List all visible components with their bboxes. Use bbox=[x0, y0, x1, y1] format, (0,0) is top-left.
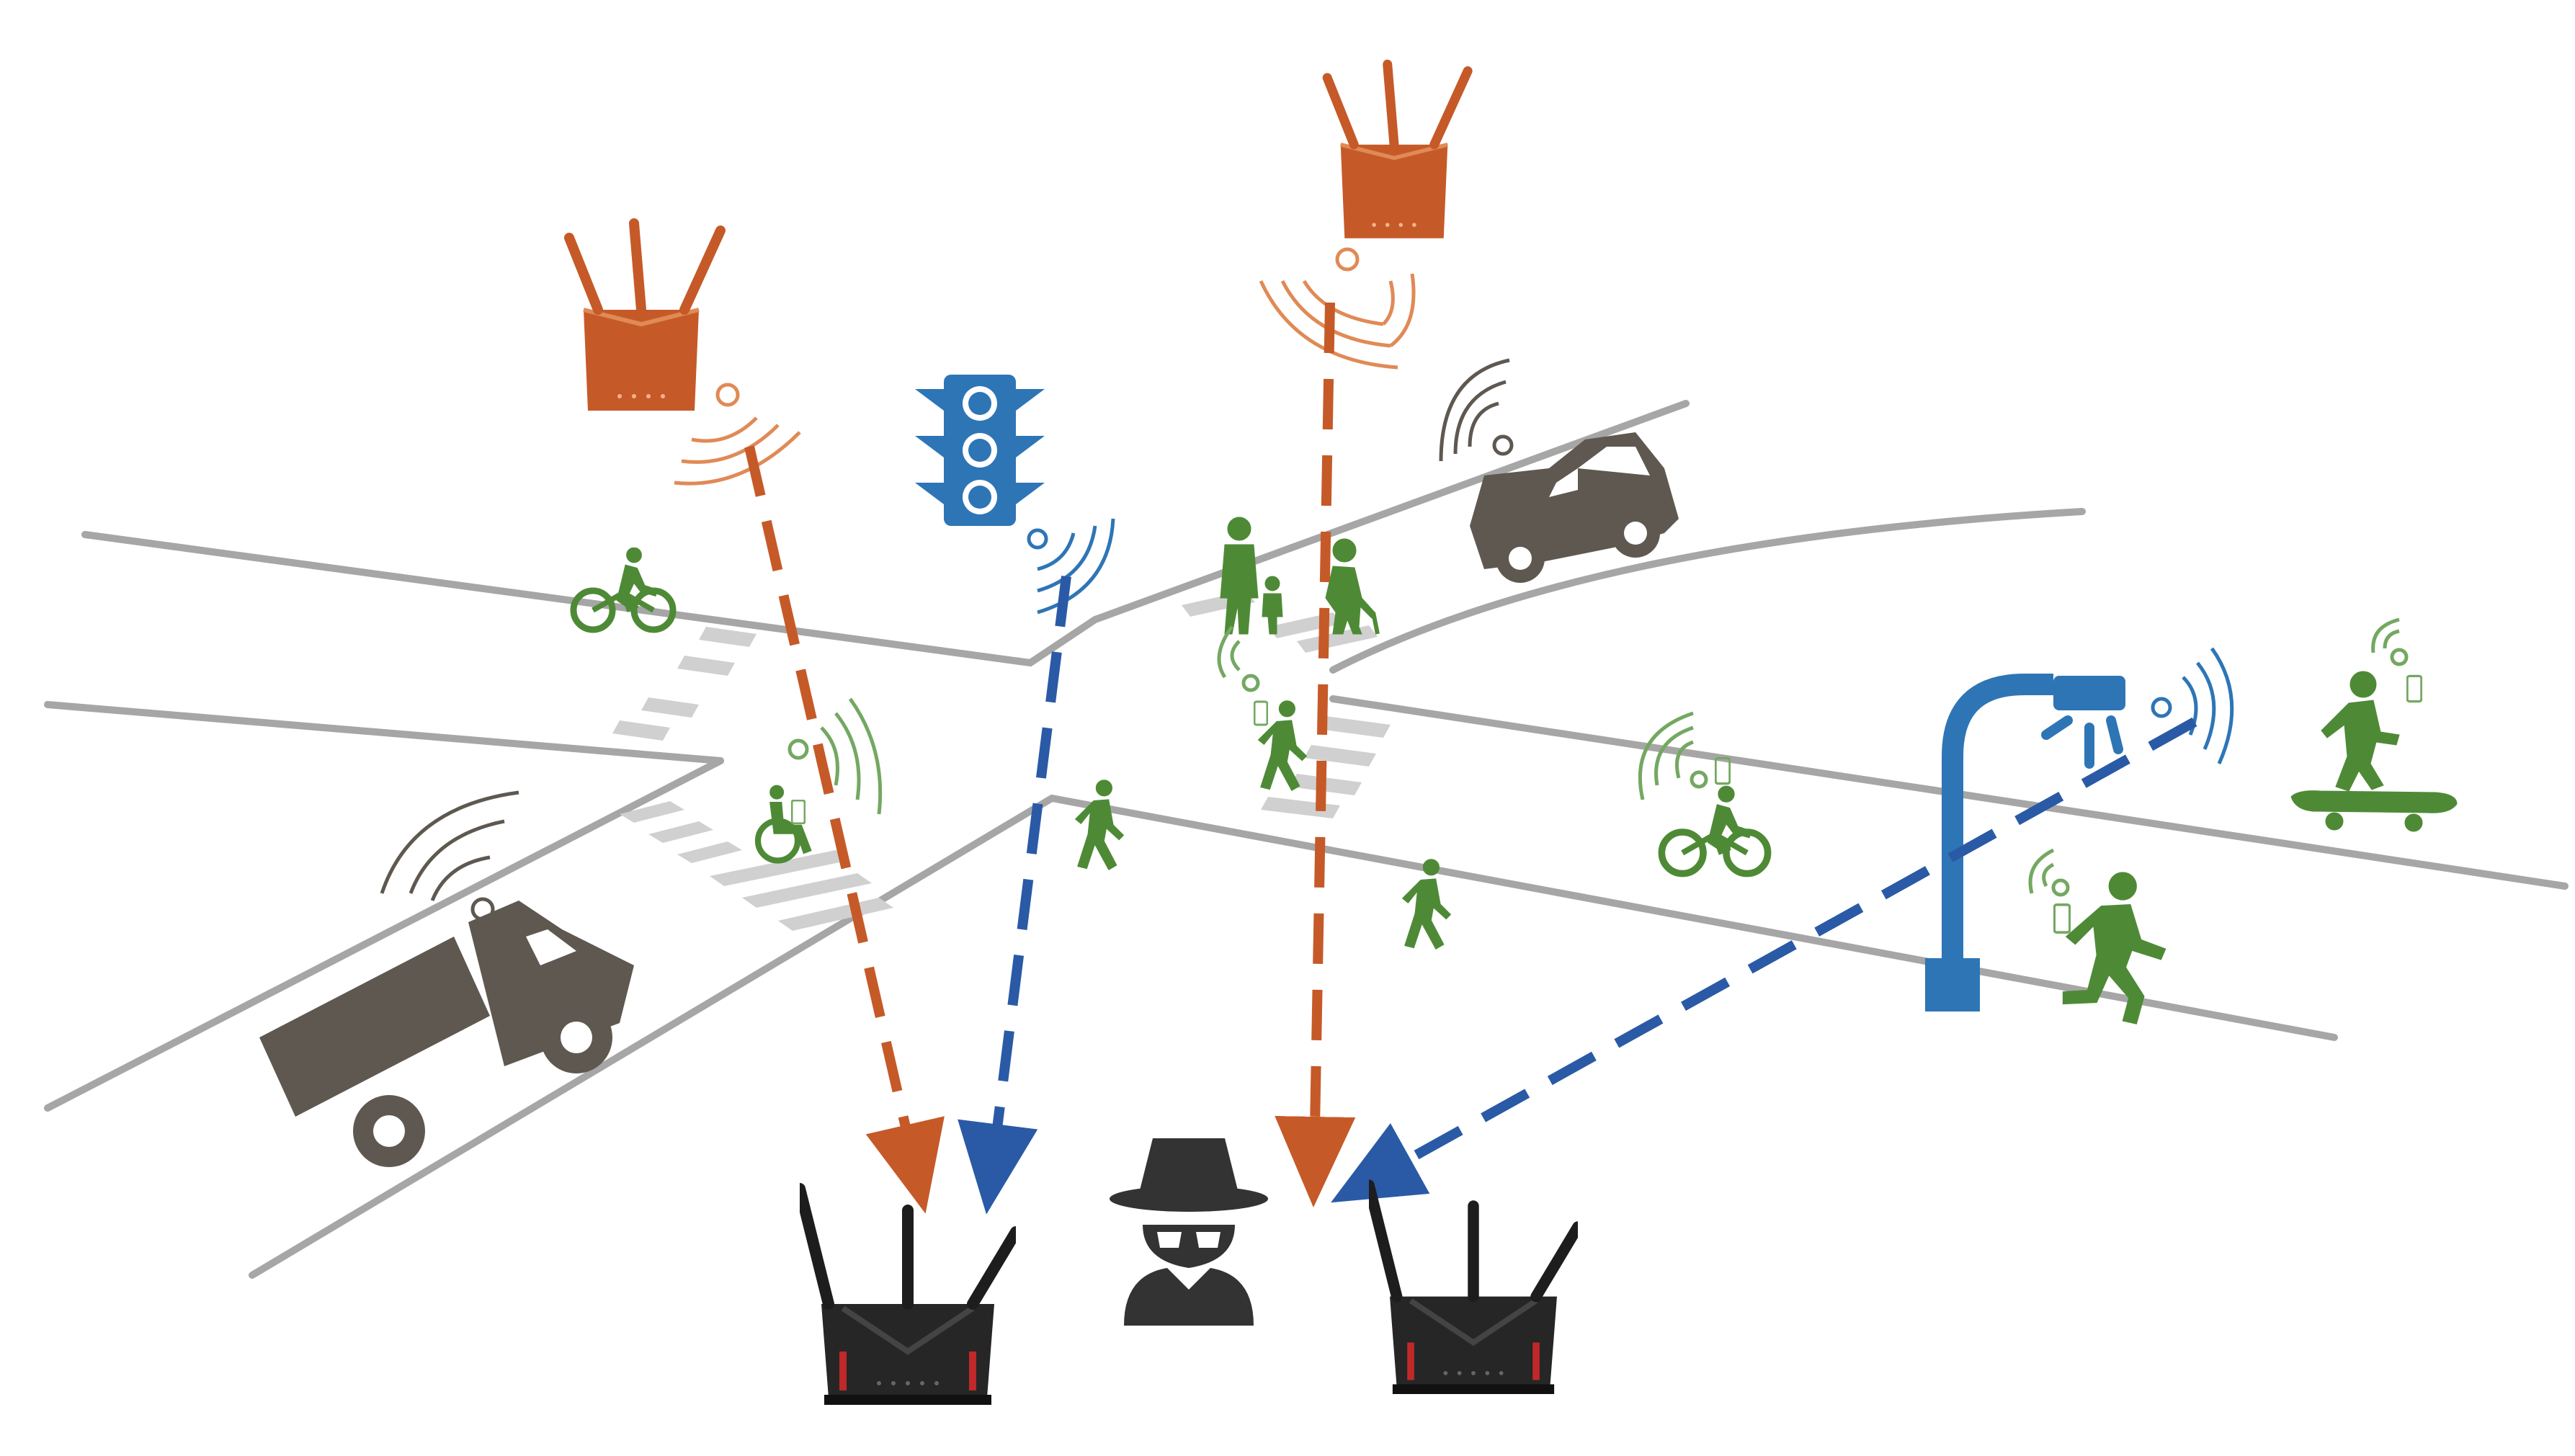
road-edge bbox=[44, 757, 724, 1112]
cyclist-icon bbox=[574, 548, 673, 630]
road-edge bbox=[44, 701, 724, 764]
crosswalk-lower-left bbox=[620, 801, 893, 931]
wifi-waves-icon bbox=[2371, 617, 2409, 666]
receiver-right bbox=[1369, 1185, 1578, 1394]
eavesdropper bbox=[1110, 1138, 1268, 1326]
router-icon bbox=[800, 1189, 1016, 1405]
crosswalk-left bbox=[612, 627, 757, 741]
wifi-waves-icon bbox=[787, 697, 883, 815]
road-edge bbox=[81, 400, 1690, 667]
traffic-light-icon bbox=[915, 375, 1045, 526]
router-icon bbox=[1327, 64, 1468, 238]
wheelchair-user bbox=[758, 785, 811, 861]
skateboarder bbox=[2290, 671, 2458, 832]
road-edge bbox=[1329, 508, 2086, 674]
car bbox=[1470, 432, 1679, 583]
wifi-waves-icon bbox=[1217, 625, 1260, 692]
wifi-waves-icon bbox=[1027, 518, 1115, 615]
traffic-light bbox=[915, 375, 1045, 526]
car-icon bbox=[1470, 432, 1679, 583]
router-icon bbox=[569, 223, 720, 411]
wifi-waves-icon bbox=[1439, 358, 1514, 462]
truck bbox=[259, 901, 634, 1167]
router-top bbox=[1327, 64, 1468, 238]
link-street-lamp-to-receiver-right bbox=[1331, 717, 2197, 1203]
signal-links bbox=[744, 302, 2197, 1215]
wifi-waves-icon bbox=[1638, 711, 1708, 800]
phone-icon bbox=[2054, 905, 2070, 932]
road-edge bbox=[249, 794, 2338, 1279]
family bbox=[1220, 517, 1283, 635]
pedestrian-center bbox=[1074, 780, 1125, 870]
wifi-waves-icon bbox=[380, 790, 519, 921]
truck-icon bbox=[259, 901, 634, 1167]
wifi-waves-icon bbox=[2151, 647, 2234, 765]
link-router-left-to-receiver-left bbox=[744, 445, 945, 1214]
phone-icon bbox=[791, 800, 805, 824]
cyclist-left bbox=[574, 548, 673, 630]
link-router-top-to-receiver-right bbox=[1275, 302, 1356, 1207]
router-left bbox=[569, 223, 720, 411]
spy-icon bbox=[1110, 1138, 1268, 1326]
pedestrian-icon bbox=[1074, 780, 1125, 870]
street-lamp-icon bbox=[1925, 674, 2125, 1011]
elderly-person bbox=[1325, 538, 1380, 635]
road-network bbox=[44, 400, 2569, 1279]
family-icon bbox=[1220, 517, 1283, 635]
link-traffic-light-to-receiver-left bbox=[958, 576, 1071, 1215]
wifi-waves-icon bbox=[2028, 848, 2070, 897]
phone-icon bbox=[2406, 674, 2422, 703]
elderly-person-icon bbox=[1325, 538, 1380, 635]
receiver-left bbox=[800, 1189, 1016, 1405]
skateboarder-icon bbox=[2290, 671, 2458, 832]
router-icon bbox=[1369, 1185, 1578, 1394]
wifi-waves-icon bbox=[674, 383, 801, 486]
wifi-waves-icon bbox=[1259, 247, 1416, 370]
street-lamp bbox=[1925, 674, 2125, 1011]
phone-icon bbox=[1254, 700, 1268, 726]
cyclist-icon bbox=[1661, 786, 1767, 874]
